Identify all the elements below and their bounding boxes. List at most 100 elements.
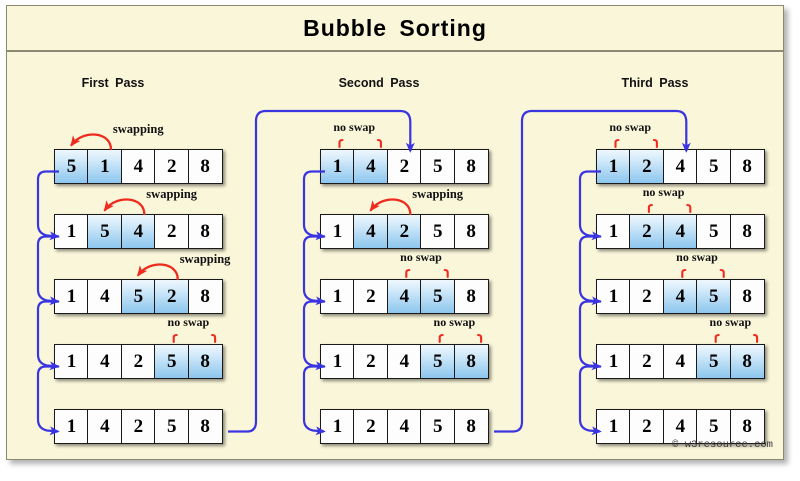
array-cell: 4	[353, 149, 389, 184]
array-cell: 1	[320, 214, 355, 249]
no-swap-label: no swap	[433, 315, 476, 329]
swapping-arrow	[137, 263, 179, 281]
array-cell: 8	[453, 409, 489, 444]
swapping-arrow	[70, 133, 113, 151]
array-cell: 8	[729, 214, 765, 249]
array-cell: 5	[696, 149, 732, 184]
array-cell: 1	[54, 214, 89, 249]
array-cell: 2	[154, 279, 190, 314]
array-cell: 5	[696, 409, 732, 444]
array-cell: 5	[154, 409, 190, 444]
array-cell: 8	[453, 214, 489, 249]
array-cell: 2	[629, 344, 665, 379]
array-cell: 5	[696, 214, 732, 249]
array-cell: 8	[453, 279, 489, 314]
array-cell: 1	[596, 409, 631, 444]
array-cell: 2	[353, 409, 389, 444]
array-cell: 8	[453, 149, 489, 184]
array-cell: 2	[353, 279, 389, 314]
array-cell: 5	[696, 279, 732, 314]
array-cell: 8	[729, 149, 765, 184]
array-cell: 5	[420, 409, 456, 444]
array-cell: 1	[596, 344, 631, 379]
array-cell: 8	[187, 214, 223, 249]
no-swap-bracket	[614, 138, 658, 149]
array-cell: 2	[353, 344, 389, 379]
swapping-label: swapping	[146, 187, 198, 201]
swapping-label: swapping	[412, 187, 464, 201]
array-cell: 4	[662, 279, 698, 314]
array-cell: 5	[120, 279, 156, 314]
array-cell: 8	[729, 344, 765, 379]
no-swap-label: no swap	[709, 315, 752, 329]
array-cell: 2	[629, 149, 665, 184]
page-title: Bubble Sorting	[303, 14, 487, 41]
swapping-arrow	[103, 198, 146, 216]
swapping-label: swapping	[112, 122, 164, 136]
array-cell: 4	[386, 279, 422, 314]
array-cell: 2	[629, 214, 665, 249]
array-cell: 4	[120, 149, 156, 184]
array-cell: 1	[54, 409, 89, 444]
no-swap-label: no swap	[609, 120, 652, 134]
pass-label-3: Third Pass	[621, 76, 689, 90]
array-cell: 4	[662, 344, 698, 379]
array-cell: 1	[596, 149, 631, 184]
array-cell: 1	[320, 149, 355, 184]
no-swap-label: no swap	[333, 120, 376, 134]
no-swap-bracket	[172, 333, 217, 344]
no-swap-bracket	[338, 138, 382, 149]
array-cell: 4	[662, 214, 698, 249]
array-cell: 2	[120, 344, 156, 379]
array-cell: 4	[662, 149, 698, 184]
pass-label-1: First Pass	[81, 76, 145, 90]
array-cell: 4	[353, 214, 389, 249]
watermark: © w3resource.com	[672, 439, 773, 451]
array-cell: 5	[420, 214, 456, 249]
array-cell: 2	[154, 214, 190, 249]
array-cell: 1	[320, 279, 355, 314]
array-cell: 5	[87, 214, 123, 249]
no-swap-label: no swap	[676, 250, 718, 264]
array-cell: 8	[729, 409, 765, 444]
array-cell: 8	[187, 409, 223, 444]
array-cell: 1	[596, 279, 631, 314]
array-cell: 8	[453, 344, 489, 379]
array-cell: 8	[729, 279, 765, 314]
array-cell: 2	[386, 149, 422, 184]
array-cell: 5	[696, 344, 732, 379]
no-swap-bracket	[681, 268, 725, 279]
array-cell: 4	[87, 409, 123, 444]
array-cell: 1	[320, 344, 355, 379]
swapping-label: swapping	[179, 252, 231, 266]
array-cell: 5	[420, 279, 456, 314]
no-swap-label: no swap	[642, 185, 685, 199]
title-bar: Bubble Sorting	[7, 6, 783, 52]
no-swap-label: no swap	[400, 250, 442, 264]
array-cell: 8	[187, 279, 223, 314]
swapping-arrow	[369, 198, 412, 216]
array-cell: 4	[87, 279, 123, 314]
array-cell: 1	[54, 344, 89, 379]
array-cell: 5	[54, 149, 89, 184]
array-cell: 5	[420, 149, 456, 184]
array-cell: 1	[54, 279, 89, 314]
array-cell: 4	[120, 214, 156, 249]
array-cell: 4	[386, 409, 422, 444]
no-swap-bracket	[405, 268, 449, 279]
array-cell: 4	[386, 344, 422, 379]
